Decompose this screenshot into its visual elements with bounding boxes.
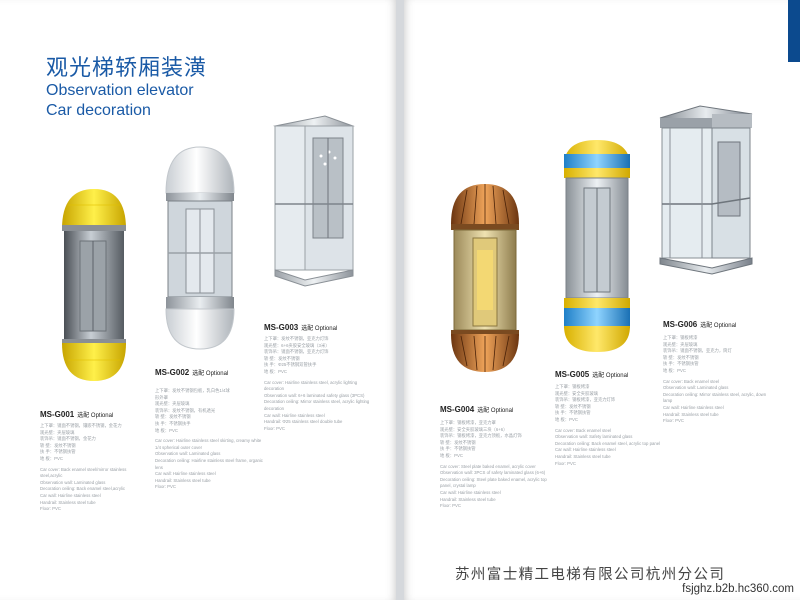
spec-en-line: Handrail: Stainless steel tube (555, 453, 611, 459)
spec-en-line: Handrail: Stainless steel tube (440, 496, 496, 502)
spec-cn-line: 上下罩：发纹不锈钢，亚克力灯饰 (264, 336, 329, 341)
elevator-image-g006 (656, 92, 756, 278)
page-title-en-line2: Car decoration (46, 102, 151, 119)
spec-cn-line: 地 板：PVC (440, 452, 463, 458)
page-title-en-line1: Observation elevator (46, 82, 194, 99)
accent-stripe (788, 0, 800, 62)
spec-cn-line: 观光壁：安全夹胶玻璃 (555, 390, 598, 396)
spec-en-line: Observation wall: Laminated glass (40, 479, 106, 485)
specs-g004: 上下罩：钢板烤漆，亚克力罩 观光壁：安全夹胶玻璃三块（6+6） 装饰吊：钢板烤漆… (440, 420, 550, 510)
spec-en-line: Car wall: Hairline stainless steel (663, 404, 724, 410)
spec-cn-line: 装饰吊：钢板烤漆，亚克力灯饰 (555, 397, 616, 403)
spec-cn-line: 观光壁：安全夹胶玻璃三块（6+6） (440, 426, 508, 432)
spec-en-line: Car wall: Hairline stainless steel (40, 492, 101, 498)
elevator-image-g002 (160, 143, 240, 353)
spec-cn-line: 上下罩：镜面不锈钢，镶嵌不锈钢，金花力 (40, 423, 122, 428)
spec-cn-line: 轿 壁：发纹不锈钢 (155, 414, 191, 420)
spec-en-line: Handrail: Stainless steel tube (40, 499, 96, 505)
spec-en-line: Floor: PVC (663, 418, 685, 424)
spec-cn-line: 轿 壁：发纹不锈钢 (40, 442, 76, 448)
spec-en-line: Observation wall: Laminated glass (663, 385, 729, 391)
spec-cn-line: 轿 壁：发纹不锈钢 (440, 439, 476, 445)
website-url[interactable]: fsjghz.b2b.hc360.com (682, 583, 794, 595)
specs-g002: 上下罩：发纹不锈钢包板，乳白色1/4球 形外罩 观光壁：夹层玻璃 装饰吊：发纹不… (155, 388, 265, 491)
spec-en-line: Decoration ceiling: Hairline stainless s… (155, 457, 263, 470)
spec-cn-line: 轿 壁：发纹不锈钢 (264, 355, 300, 361)
elevator-image-g004 (447, 180, 523, 376)
spec-en-line: Car cover: Back enamel steel/mirror stai… (40, 466, 127, 479)
elevator-image-g001 (58, 185, 130, 385)
specs-g006: 上下罩：钢板烤漆 观光壁：夹层玻璃 装饰吊：镜面不锈钢，亚克力，筒灯 轿 壁：发… (663, 335, 773, 425)
spec-cn-line: 上下罩：钢板烤漆 (663, 335, 698, 340)
elevator-image-g003 (265, 108, 361, 288)
spec-en-line: Floor: PVC (40, 506, 62, 512)
spec-cn-line: 扶 手：不锈钢扶手 (155, 420, 191, 426)
spec-cn-line: 扶 手：不锈钢扶管 (440, 446, 476, 452)
spec-cn-line: 装饰吊：镜面不锈钢，亚克力，筒灯 (663, 348, 732, 354)
spec-en-line: Observation wall: Laminated glass (155, 451, 221, 457)
spec-cn-line: 扶 手：不锈钢扶管 (555, 410, 591, 416)
spec-cn-line: 地 板：PVC (155, 427, 178, 433)
spec-cn-line: 观光壁：6+6夹胶安全玻璃（3米） (264, 342, 330, 348)
book-gutter (396, 0, 404, 600)
spec-cn-line: 观光壁：夹层玻璃 (40, 429, 75, 435)
spec-en-line: Car cover: Hairline stainless steel, acr… (264, 379, 358, 392)
spec-cn-line: 轿 壁：发纹不锈钢 (555, 403, 591, 409)
spec-en-line: Decoration ceiling: Back enamel steel, a… (555, 440, 661, 446)
spec-cn-line: 装饰吊：钢板烤漆，亚克力顶板，水晶灯饰 (440, 433, 522, 439)
page-title-cn: 观光梯轿厢装潢 (46, 56, 208, 81)
spec-en-line: Decoration ceiling: Mirror stainless ste… (663, 391, 767, 404)
spec-en-line: Decoration ceiling: Back enamel steel,ac… (40, 486, 126, 492)
spec-en-line: Car cover: Hairline stainless steel skir… (155, 438, 262, 450)
spec-cn-line: 上下罩：钢板烤漆 (555, 384, 590, 389)
spec-en-line: Handrail: Φ25 stainless steel double tub… (264, 419, 343, 425)
spec-cn-line: 扶 手：Φ25不锈钢双管扶手 (264, 362, 317, 368)
spec-en-line: Floor: PVC (264, 425, 286, 431)
spec-en-line: Decoration ceiling: Mirror stainless ste… (264, 399, 370, 411)
spec-en-line: Handrail: Stainless steel tube (155, 477, 211, 483)
spec-en-line: Observation wall: 3PCS of safety laminat… (440, 470, 546, 476)
spec-cn-line: 形外罩 (155, 394, 168, 400)
spec-en-line: Car wall: Hairline stainless steel (555, 447, 616, 453)
spec-en-line: Decoration ceiling: Steel plate baked en… (440, 476, 547, 489)
specs-g001: 上下罩：镜面不锈钢，镶嵌不锈钢，金花力 观光壁：夹层玻璃 装饰吊：镜面不锈钢，金… (40, 423, 150, 513)
spec-cn-line: 扶 手：不锈钢扶管 (40, 449, 76, 455)
spec-cn-line: 上下罩：发纹不锈钢包板，乳白色1/4球 (155, 388, 230, 393)
spec-en-line: Car wall: Hairline stainless steel (264, 412, 325, 418)
spec-cn-line: 观光壁：夹层玻璃 (663, 341, 698, 347)
spec-en-line: Floor: PVC (440, 503, 462, 509)
spec-en-line: Floor: PVC (555, 460, 577, 466)
spec-cn-line: 扶 手：不锈钢扶管 (663, 361, 699, 367)
company-name: 苏州富士精工电梯有限公司杭州分公司 (455, 567, 726, 583)
spec-en-line: Car cover: Steel plate baked enamel, acr… (440, 463, 536, 469)
spec-cn-line: 地 板：PVC (555, 416, 578, 422)
spec-en-line: Car cover: Back enamel steel (555, 427, 612, 433)
spec-cn-line: 装饰吊：发纹不锈钢，有机透光 (155, 407, 216, 413)
spec-en-line: Observation wall: Safety laminated glass (555, 434, 633, 440)
spec-en-line: Observation wall: 6+6 laminated safety g… (264, 392, 365, 398)
spec-en-line: Handrail: Stainless steel tube (663, 411, 719, 417)
spec-cn-line: 地 板：PVC (663, 367, 686, 373)
elevator-image-g005 (560, 136, 634, 356)
spec-en-line: Car cover: Back enamel steel (663, 378, 720, 384)
spec-cn-line: 观光壁：夹层玻璃 (155, 401, 190, 407)
spec-en-line: Floor: PVC (155, 484, 177, 490)
spec-en-line: Car wall: Hairline stainless steel (440, 489, 501, 495)
spec-cn-line: 装饰吊：镜面不锈钢，亚克力灯饰 (264, 349, 329, 355)
specs-g005: 上下罩：钢板烤漆 观光壁：安全夹胶玻璃 装饰吊：钢板烤漆，亚克力灯饰 轿 壁：发… (555, 384, 665, 467)
spec-cn-line: 地 板：PVC (264, 368, 287, 374)
spec-cn-line: 轿 壁：发纹不锈钢 (663, 354, 699, 360)
spec-cn-line: 地 板：PVC (40, 455, 63, 461)
spec-en-line: Car wall: Hairline stainless steel (155, 471, 216, 477)
specs-g003: 上下罩：发纹不锈钢，亚克力灯饰 观光壁：6+6夹胶安全玻璃（3米） 装饰吊：镜面… (264, 336, 374, 432)
spec-cn-line: 装饰吊：镜面不锈钢，金花力 (40, 436, 96, 442)
spec-cn-line: 上下罩：钢板烤漆，亚克力罩 (440, 420, 496, 425)
